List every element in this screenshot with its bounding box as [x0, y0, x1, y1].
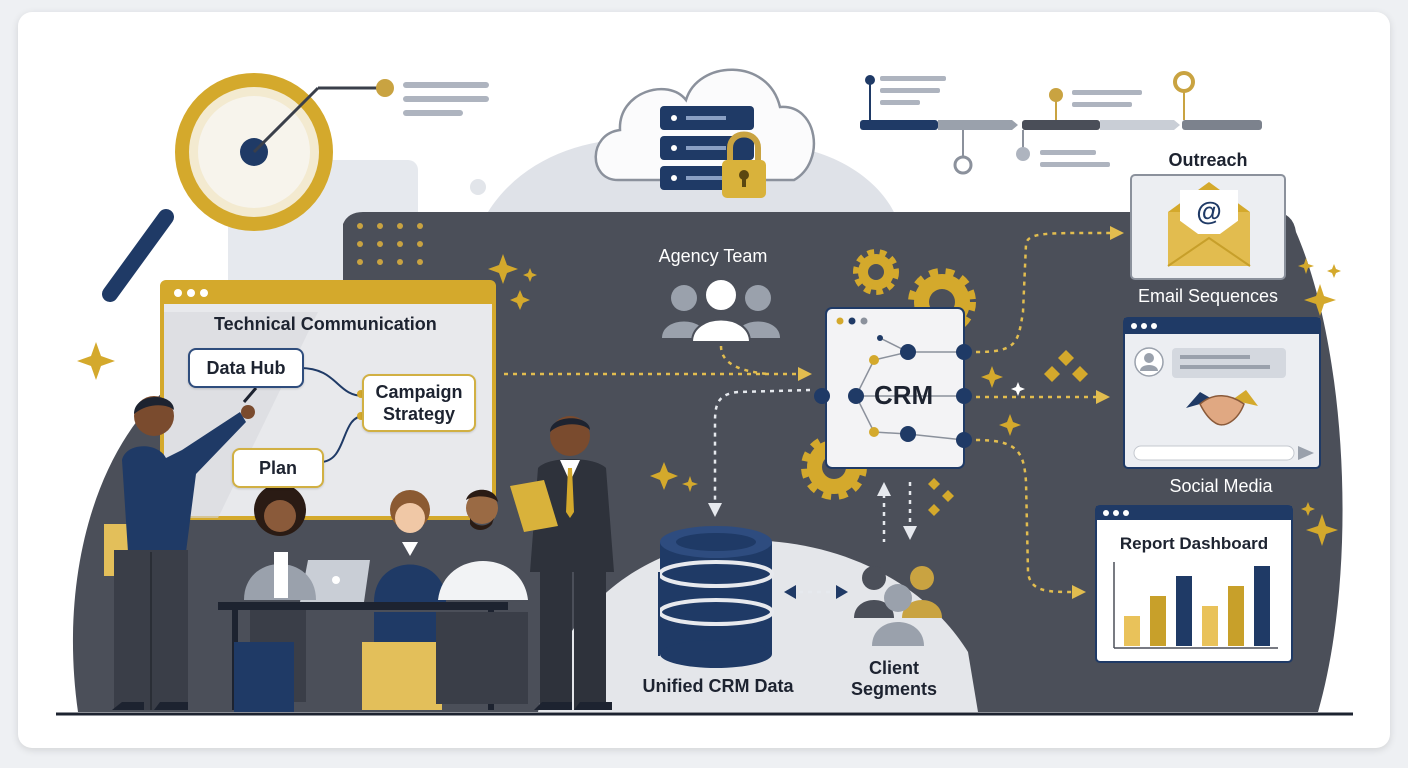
- dashboard-bar: [1176, 576, 1192, 646]
- dashboard-bar: [1124, 616, 1140, 646]
- arrow-crm-to-dashboard: [975, 438, 1075, 594]
- plan-node: Plan: [232, 448, 324, 488]
- dashboard-bar: [1254, 566, 1270, 646]
- client-segments-label-line2: Segments: [850, 679, 938, 699]
- agency-team-icon: [662, 278, 780, 343]
- crm-window: [814, 307, 972, 469]
- seated-woman-1: [234, 484, 316, 712]
- client-segments-label: Client Segments: [851, 658, 937, 700]
- decor-dot: [470, 179, 486, 195]
- dashboard-bar: [1202, 606, 1218, 646]
- campaign-strategy-node: Campaign Strategy: [362, 374, 476, 432]
- crm-label: CRM: [874, 380, 934, 410]
- database-icon: [658, 526, 774, 668]
- timeline-graphic: [860, 71, 1262, 175]
- dot-grid-decoration: [357, 223, 423, 265]
- campaign-strategy-label-line1: Campaign: [375, 382, 463, 402]
- illustration-card: @: [18, 12, 1390, 748]
- seated-man: [436, 489, 528, 704]
- white-arrowheads: [708, 482, 917, 540]
- outreach-label: Outreach: [1168, 150, 1248, 170]
- handshake-icon: [1186, 390, 1258, 426]
- white-flow-arrows: [713, 388, 912, 594]
- social-media-window: [1123, 317, 1321, 469]
- panel-title: Technical Communication: [214, 314, 437, 334]
- email-sequences-label: Email Sequences: [1137, 286, 1279, 306]
- client-segments-label-line1: Client: [868, 658, 919, 678]
- sparkle-white: [1011, 382, 1025, 396]
- social-media-label: Social Media: [1169, 476, 1273, 496]
- cloud-server-icon: [594, 68, 816, 190]
- seated-woman-2: [362, 490, 446, 710]
- flow-arrows: [504, 231, 1114, 594]
- sparkle-decorations: [77, 254, 1341, 546]
- flow-arrowheads: [798, 226, 1124, 599]
- campaign-strategy-label-line2: Strategy: [382, 404, 456, 424]
- agency-team-label: Agency Team: [658, 246, 768, 266]
- dashboard-bar: [1228, 586, 1244, 646]
- data-hub-node: Data Hub: [188, 348, 304, 388]
- plan-label: Plan: [258, 458, 297, 478]
- email-window: [1130, 174, 1286, 280]
- arrow-crm-to-email: [975, 231, 1114, 354]
- workflow-illustration: @: [56, 68, 1353, 716]
- padlock-icon: [722, 131, 766, 198]
- double-arrow-icon: [784, 585, 848, 599]
- presenter-person: [104, 387, 258, 710]
- at-sign-icon: @: [1196, 196, 1221, 226]
- data-hub-label: Data Hub: [206, 358, 286, 378]
- magnifier-icon: [102, 73, 489, 302]
- unified-crm-data-label: Unified CRM Data: [642, 676, 794, 696]
- dashboard-bars: [1124, 566, 1270, 646]
- standing-man: [510, 416, 614, 710]
- client-segments-icon: [854, 566, 942, 646]
- report-dashboard-label: Report Dashboard: [1119, 534, 1269, 553]
- dashboard-bar: [1150, 596, 1166, 646]
